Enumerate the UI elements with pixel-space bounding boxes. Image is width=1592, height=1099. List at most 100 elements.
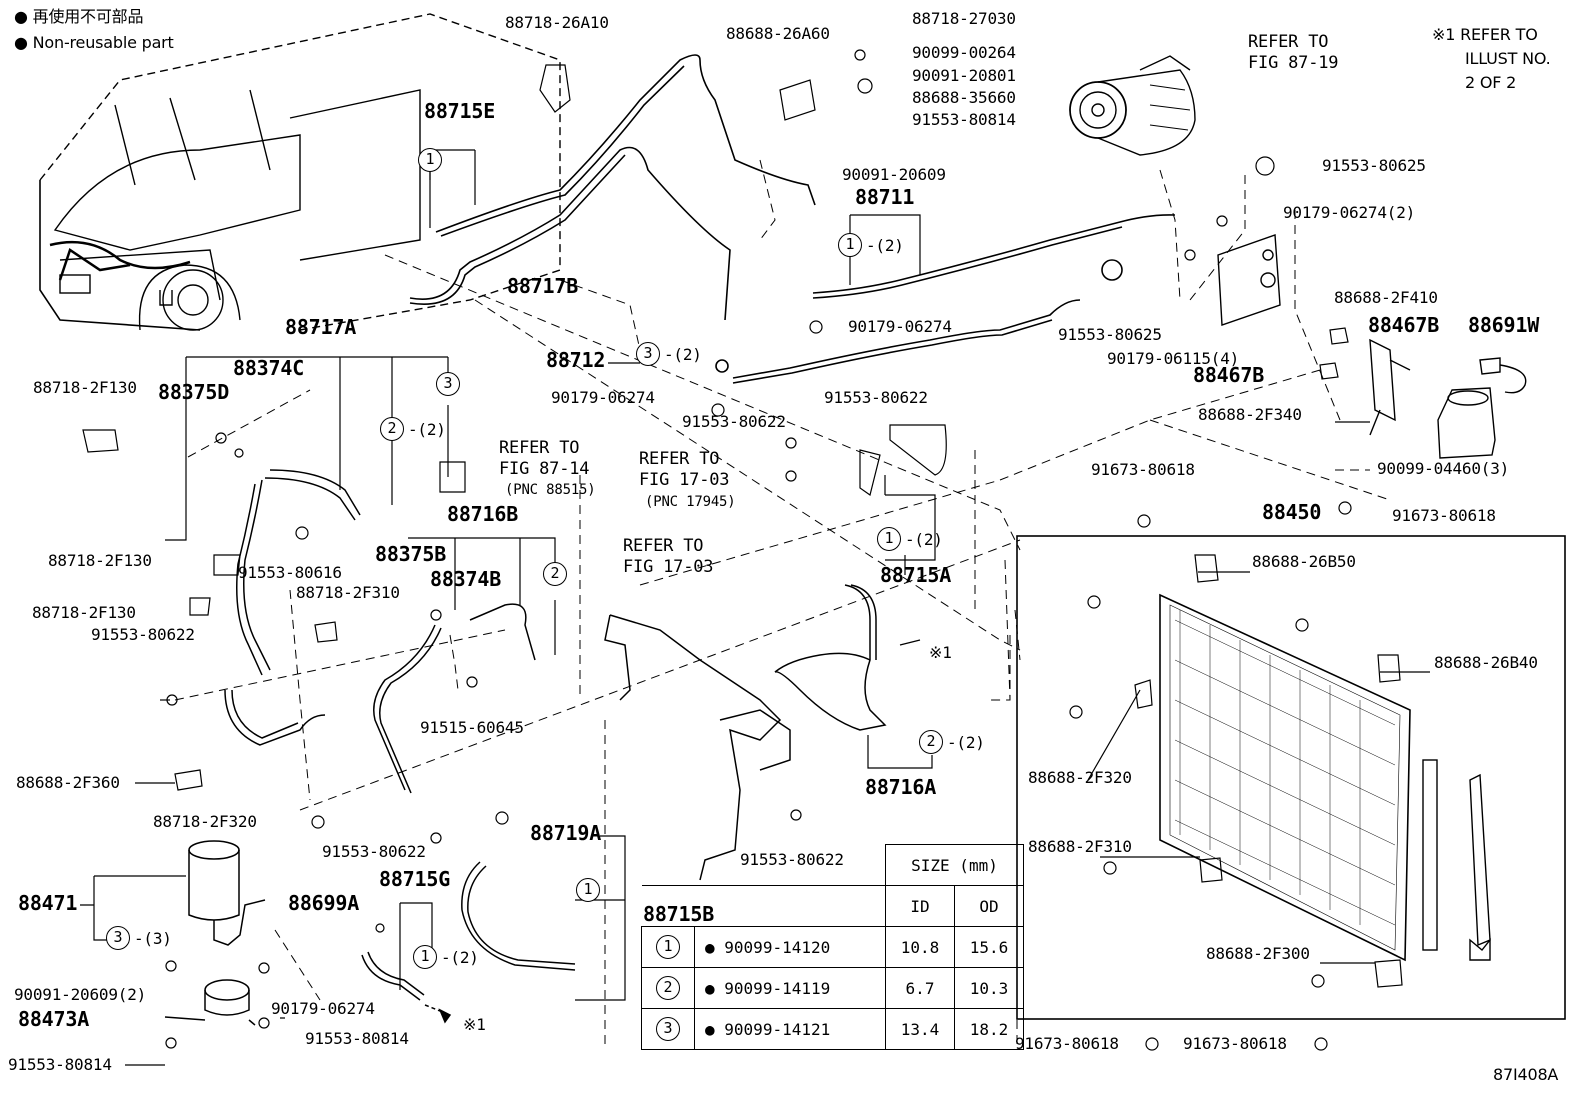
part-label: 88688-2F300: [1206, 944, 1310, 963]
size-table-part-cell: ● 90099-14120: [694, 926, 886, 968]
legend-line-1: ● 再使用不可部品: [14, 8, 143, 26]
size-table-header-row: SIZE (mm): [641, 844, 1024, 886]
refer-compressor-1: REFER TO: [1248, 32, 1329, 52]
part-label: 91553-80814: [912, 110, 1016, 129]
part-label: 88467B: [1193, 363, 1265, 387]
size-table-id: 13.4: [885, 1008, 955, 1050]
part-label: 91553-80616: [238, 563, 342, 582]
part-label: 91673-80618: [1091, 460, 1195, 479]
refer-expansion-1: REFER TO: [499, 438, 580, 458]
callout-1: 1: [418, 148, 442, 172]
part-label: 88712: [546, 348, 606, 372]
part-label: 90179-06274: [271, 999, 375, 1018]
size-table-row: 2 ● 90099-14119 6.7 10.3: [641, 967, 1024, 1009]
part-label: 88374B: [430, 567, 502, 591]
part-label: 88718-26A10: [505, 13, 609, 32]
size-table-part-number: 90099-14121: [724, 1019, 831, 1039]
receiver-drier-88471: [164, 840, 266, 1026]
condenser-88450: [1016, 535, 1566, 1020]
legend-text-en: Non-reusable part: [32, 33, 174, 52]
bracket-88688-2F410: [1217, 234, 1281, 326]
part-label: 88711: [855, 185, 915, 209]
part-label: 91673-80618: [1015, 1034, 1119, 1053]
note-refer-illust-2: ILLUST NO.: [1465, 49, 1551, 68]
callout-2: 2: [543, 562, 567, 586]
part-label: 90099-00264: [912, 43, 1016, 62]
part-label: 88467B: [1368, 313, 1440, 337]
callout-1: 1: [576, 878, 600, 902]
size-table-subheader-row: ID OD: [641, 885, 1024, 927]
callout-qty: -(2): [408, 420, 446, 439]
part-label: 90179-06115(4): [1107, 349, 1240, 368]
size-table-id: 10.8: [885, 926, 955, 968]
refer-fig17-a-3: (PNC 17945): [645, 494, 736, 510]
size-table-callout-cell: 1: [641, 926, 695, 968]
size-table-blank: [641, 885, 886, 927]
size-table-part-number: 90099-14120: [724, 937, 831, 957]
size-table: SIZE (mm) ID OD 1 ● 90099-14120 10.8 15.…: [641, 844, 1024, 1050]
part-label: 88718-2F130: [33, 378, 137, 397]
part-label: 88715E: [424, 99, 496, 123]
part-label: 91553-80625: [1322, 156, 1426, 175]
refer-expansion-3: (PNC 88515): [505, 482, 596, 498]
part-label: 88688-26B40: [1434, 653, 1538, 672]
callout-1: 1: [877, 527, 901, 551]
callout-qty: -(2): [947, 733, 985, 752]
part-label: 90091-20801: [912, 66, 1016, 85]
part-label: 88688-35660: [912, 88, 1016, 107]
callout-3: 3: [656, 1017, 680, 1041]
part-label: 90179-06274: [848, 317, 952, 336]
part-label: 88688-2F320: [1028, 768, 1132, 787]
refer-fig17-b-1: REFER TO: [623, 536, 704, 556]
part-label: 91553-80814: [305, 1029, 409, 1048]
size-table-od: 15.6: [954, 926, 1024, 968]
pipe-88711: [812, 214, 1176, 299]
callout-qty: -(2): [441, 948, 479, 967]
pipe-88715B: [461, 861, 576, 971]
bolts: [82, 49, 1403, 1051]
non-reusable-dot: ●: [705, 937, 715, 957]
pipes-88716B: [373, 603, 536, 794]
non-reusable-dot: ●: [705, 1019, 715, 1039]
part-label: 88688-26A60: [726, 24, 830, 43]
size-table-title: SIZE (mm): [885, 844, 1024, 886]
part-label: 88688-2F340: [1198, 405, 1302, 424]
part-label: 88718-27030: [912, 9, 1016, 28]
part-label: 88375B: [375, 542, 447, 566]
bracket-88688-2F340: [1369, 338, 1411, 436]
pipes-88716A: [774, 584, 887, 731]
callout-qty: -(2): [905, 530, 943, 549]
part-label: 88717B: [507, 274, 579, 298]
part-label: 88718-2F130: [32, 603, 136, 622]
part-label: 88688-26B50: [1252, 552, 1356, 571]
part-label: 88699A: [288, 891, 360, 915]
refer-fig17-a-2: FIG 17-03: [639, 470, 730, 490]
refer-expansion-2: FIG 87-14: [499, 459, 590, 479]
part-label: 88716A: [865, 775, 937, 799]
refer-compressor-2: FIG 87-19: [1248, 53, 1339, 73]
callout-qty: -(2): [866, 236, 904, 255]
callout-qty: -(2): [664, 345, 702, 364]
size-table-part-cell: ● 90099-14121: [694, 1008, 886, 1050]
part-label: 91553-80622: [682, 412, 786, 431]
part-label: 90179-06274(2): [1283, 203, 1416, 222]
callout-1: 1: [413, 945, 437, 969]
part-label: 90091-20609(2): [14, 985, 147, 1004]
part-label: 88471: [18, 891, 78, 915]
size-table-row: 1 ● 90099-14120 10.8 15.6: [641, 926, 1024, 968]
note-refer-illust-1: ※1 REFER TO: [1432, 25, 1538, 44]
size-table-od: 18.2: [954, 1008, 1024, 1050]
legend-dot-1: ●: [14, 7, 28, 26]
part-label: 88718-2F310: [296, 583, 400, 602]
refer-fig17-b-2: FIG 17-03: [623, 557, 714, 577]
van-illustration: [39, 13, 561, 331]
part-label: 88688-2F310: [1028, 837, 1132, 856]
non-reusable-dot: ●: [705, 978, 715, 998]
receiver-88691W: [1437, 357, 1527, 459]
callout-3: 3: [636, 342, 660, 366]
part-label: 88375D: [158, 380, 230, 404]
ref-mark: ※1: [463, 1015, 486, 1034]
part-label: 90099-04460(3): [1377, 459, 1510, 478]
